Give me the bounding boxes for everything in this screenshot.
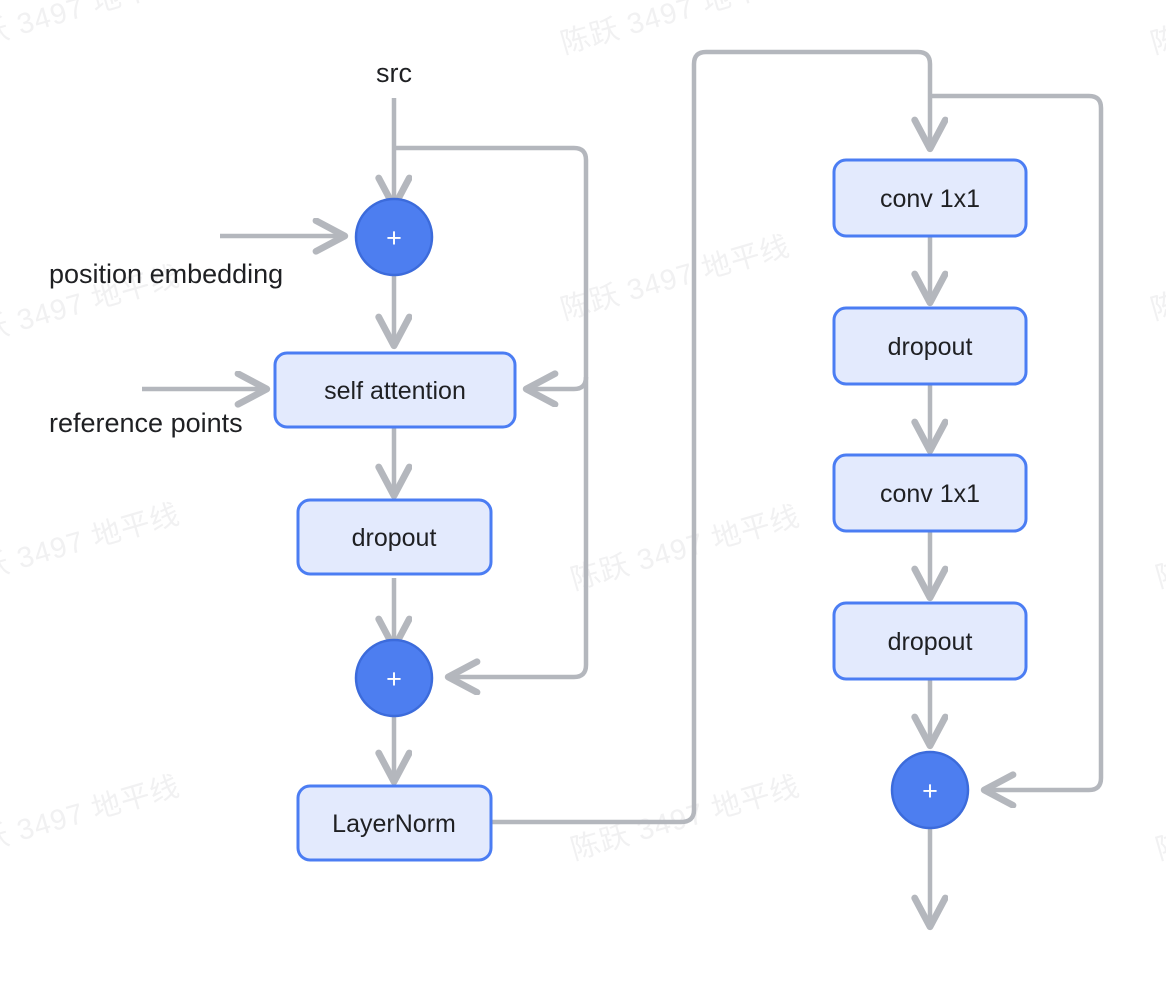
edge-layernorm-to-ffn: [492, 49, 930, 825]
dropout-1-label: dropout: [352, 524, 437, 552]
node-self-attention[interactable]: self attention: [273, 351, 517, 429]
add-2-label: +: [386, 664, 402, 694]
node-layernorm[interactable]: LayerNorm: [296, 784, 493, 862]
dropout-3-label: dropout: [888, 628, 973, 656]
edge-residual-to-self-attention: [528, 377, 589, 389]
conv-1-label: conv 1x1: [880, 185, 980, 213]
add-3-label: +: [922, 776, 938, 806]
add-1-label: +: [386, 223, 402, 253]
node-dropout-2[interactable]: dropout: [832, 306, 1028, 386]
node-dropout-1[interactable]: dropout: [296, 498, 493, 576]
self-attention-label: self attention: [324, 377, 466, 405]
edge-src-residual: [394, 145, 589, 677]
node-conv-1[interactable]: conv 1x1: [832, 158, 1028, 238]
layernorm-label: LayerNorm: [332, 810, 456, 838]
node-dropout-3[interactable]: dropout: [832, 601, 1028, 681]
node-add-3[interactable]: +: [890, 750, 970, 830]
dropout-2-label: dropout: [888, 333, 973, 361]
edge-ffn-residual: [930, 93, 1104, 790]
label-reference-points: reference points: [49, 408, 243, 438]
conv-2-label: conv 1x1: [880, 480, 980, 508]
label-position-embedding: position embedding: [49, 259, 283, 289]
node-conv-2[interactable]: conv 1x1: [832, 453, 1028, 533]
label-src: src: [376, 58, 412, 88]
node-add-1[interactable]: +: [354, 197, 434, 277]
node-add-2[interactable]: +: [354, 638, 434, 718]
